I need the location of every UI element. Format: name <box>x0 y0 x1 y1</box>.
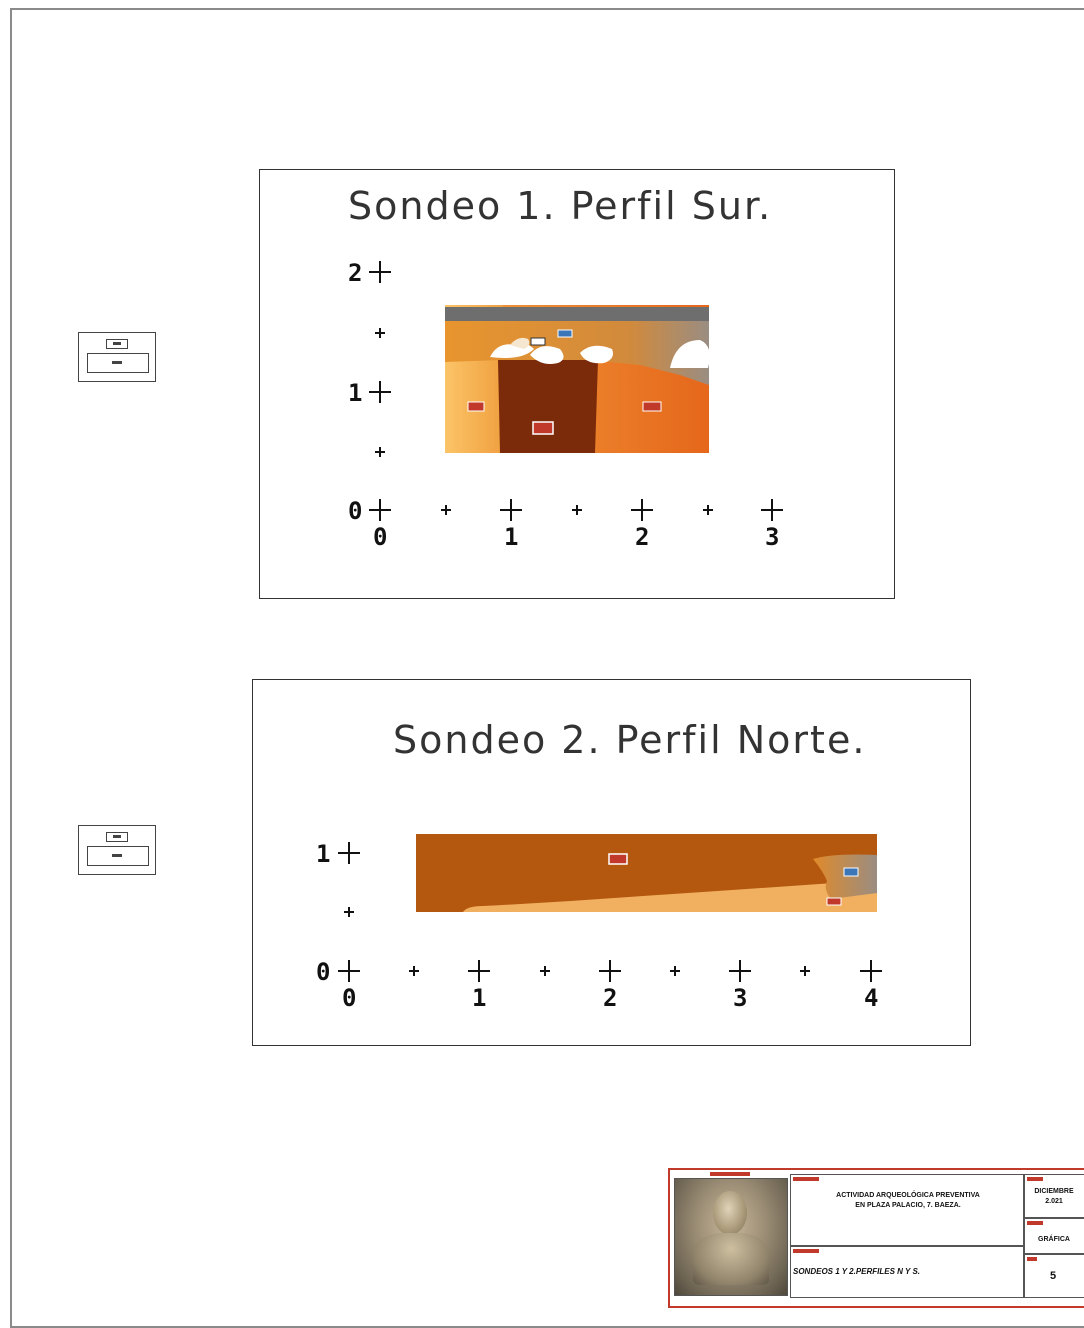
profile-drawing-sondeo-1: 2 1 0 0 1 2 3 <box>348 259 783 551</box>
x-axis-sondeo-1 <box>441 499 783 521</box>
plan-text: SONDEOS 1 Y 2.PERFILES N Y S. <box>793 1267 921 1276</box>
plan-cell-header <box>793 1249 819 1253</box>
stratigraphy-sondeo-1 <box>445 305 710 453</box>
panel-title: Sondeo 2. Perfil Norte. <box>393 718 867 762</box>
x-tick-label: 0 <box>373 523 387 551</box>
y-tick-label: 1 <box>316 840 330 868</box>
logo-seal-face-icon <box>713 1191 747 1235</box>
panel-title: Sondeo 1. Perfil Sur. <box>348 184 773 228</box>
date-cell: DICIEMBRE 2.021 <box>1024 1174 1084 1218</box>
profile-panel-sondeo-1: Sondeo 1. Perfil Sur. <box>259 169 895 599</box>
scale-cell: GRÁFICA <box>1024 1218 1084 1254</box>
logo-seal-body-icon <box>693 1233 769 1285</box>
date-cell-header <box>1027 1177 1043 1181</box>
title-block: ACTIVIDAD ARQUEOLÓGICA PREVENTIVA EN PLA… <box>668 1168 1084 1308</box>
scale-cell-header <box>1027 1221 1043 1225</box>
section-marker-icon <box>78 332 156 382</box>
profile-drawing-sondeo-2: 1 0 0 1 2 3 4 <box>316 834 882 1012</box>
x-axis-sondeo-2 <box>409 960 882 982</box>
y-tick-label: 0 <box>316 958 330 986</box>
stratigraphy-sondeo-2 <box>416 834 877 912</box>
y-axis-sondeo-1 <box>369 261 391 521</box>
section-marker-icon <box>78 825 156 875</box>
y-tick-label: 1 <box>348 379 362 407</box>
x-tick-label: 0 <box>342 984 356 1012</box>
x-tick-label: 2 <box>603 984 617 1012</box>
project-text: ACTIVIDAD ARQUEOLÓGICA PREVENTIVA EN PLA… <box>836 1192 980 1209</box>
y-tick-label: 2 <box>348 259 362 287</box>
x-tick-label: 3 <box>733 984 747 1012</box>
title-block-header <box>710 1172 750 1176</box>
y-tick-label: 0 <box>348 497 362 525</box>
project-cell-header <box>793 1177 819 1181</box>
x-tick-label: 2 <box>635 523 649 551</box>
x-tick-label: 3 <box>765 523 779 551</box>
x-tick-label: 1 <box>504 523 518 551</box>
marker-bottom-part <box>87 846 149 866</box>
project-cell: ACTIVIDAD ARQUEOLÓGICA PREVENTIVA EN PLA… <box>790 1174 1024 1246</box>
plan-cell: SONDEOS 1 Y 2.PERFILES N Y S. <box>790 1246 1024 1298</box>
x-tick-label: 1 <box>472 984 486 1012</box>
marker-top-part <box>106 339 128 349</box>
number-cell: 5 <box>1024 1254 1084 1298</box>
title-block-logo <box>674 1178 788 1296</box>
marker-bottom-part <box>87 353 149 373</box>
number-cell-header <box>1027 1257 1037 1261</box>
date-text: DICIEMBRE 2.021 <box>1034 1188 1074 1205</box>
sheet-number-text: 5 <box>1049 1270 1057 1282</box>
scale-text: GRÁFICA <box>1038 1236 1070 1243</box>
x-tick-label: 4 <box>864 984 878 1012</box>
marker-top-part <box>106 832 128 842</box>
y-axis-sondeo-2 <box>338 842 360 982</box>
profile-panel-sondeo-2: Sondeo 2. Perfil Norte. 1 0 <box>252 679 971 1046</box>
